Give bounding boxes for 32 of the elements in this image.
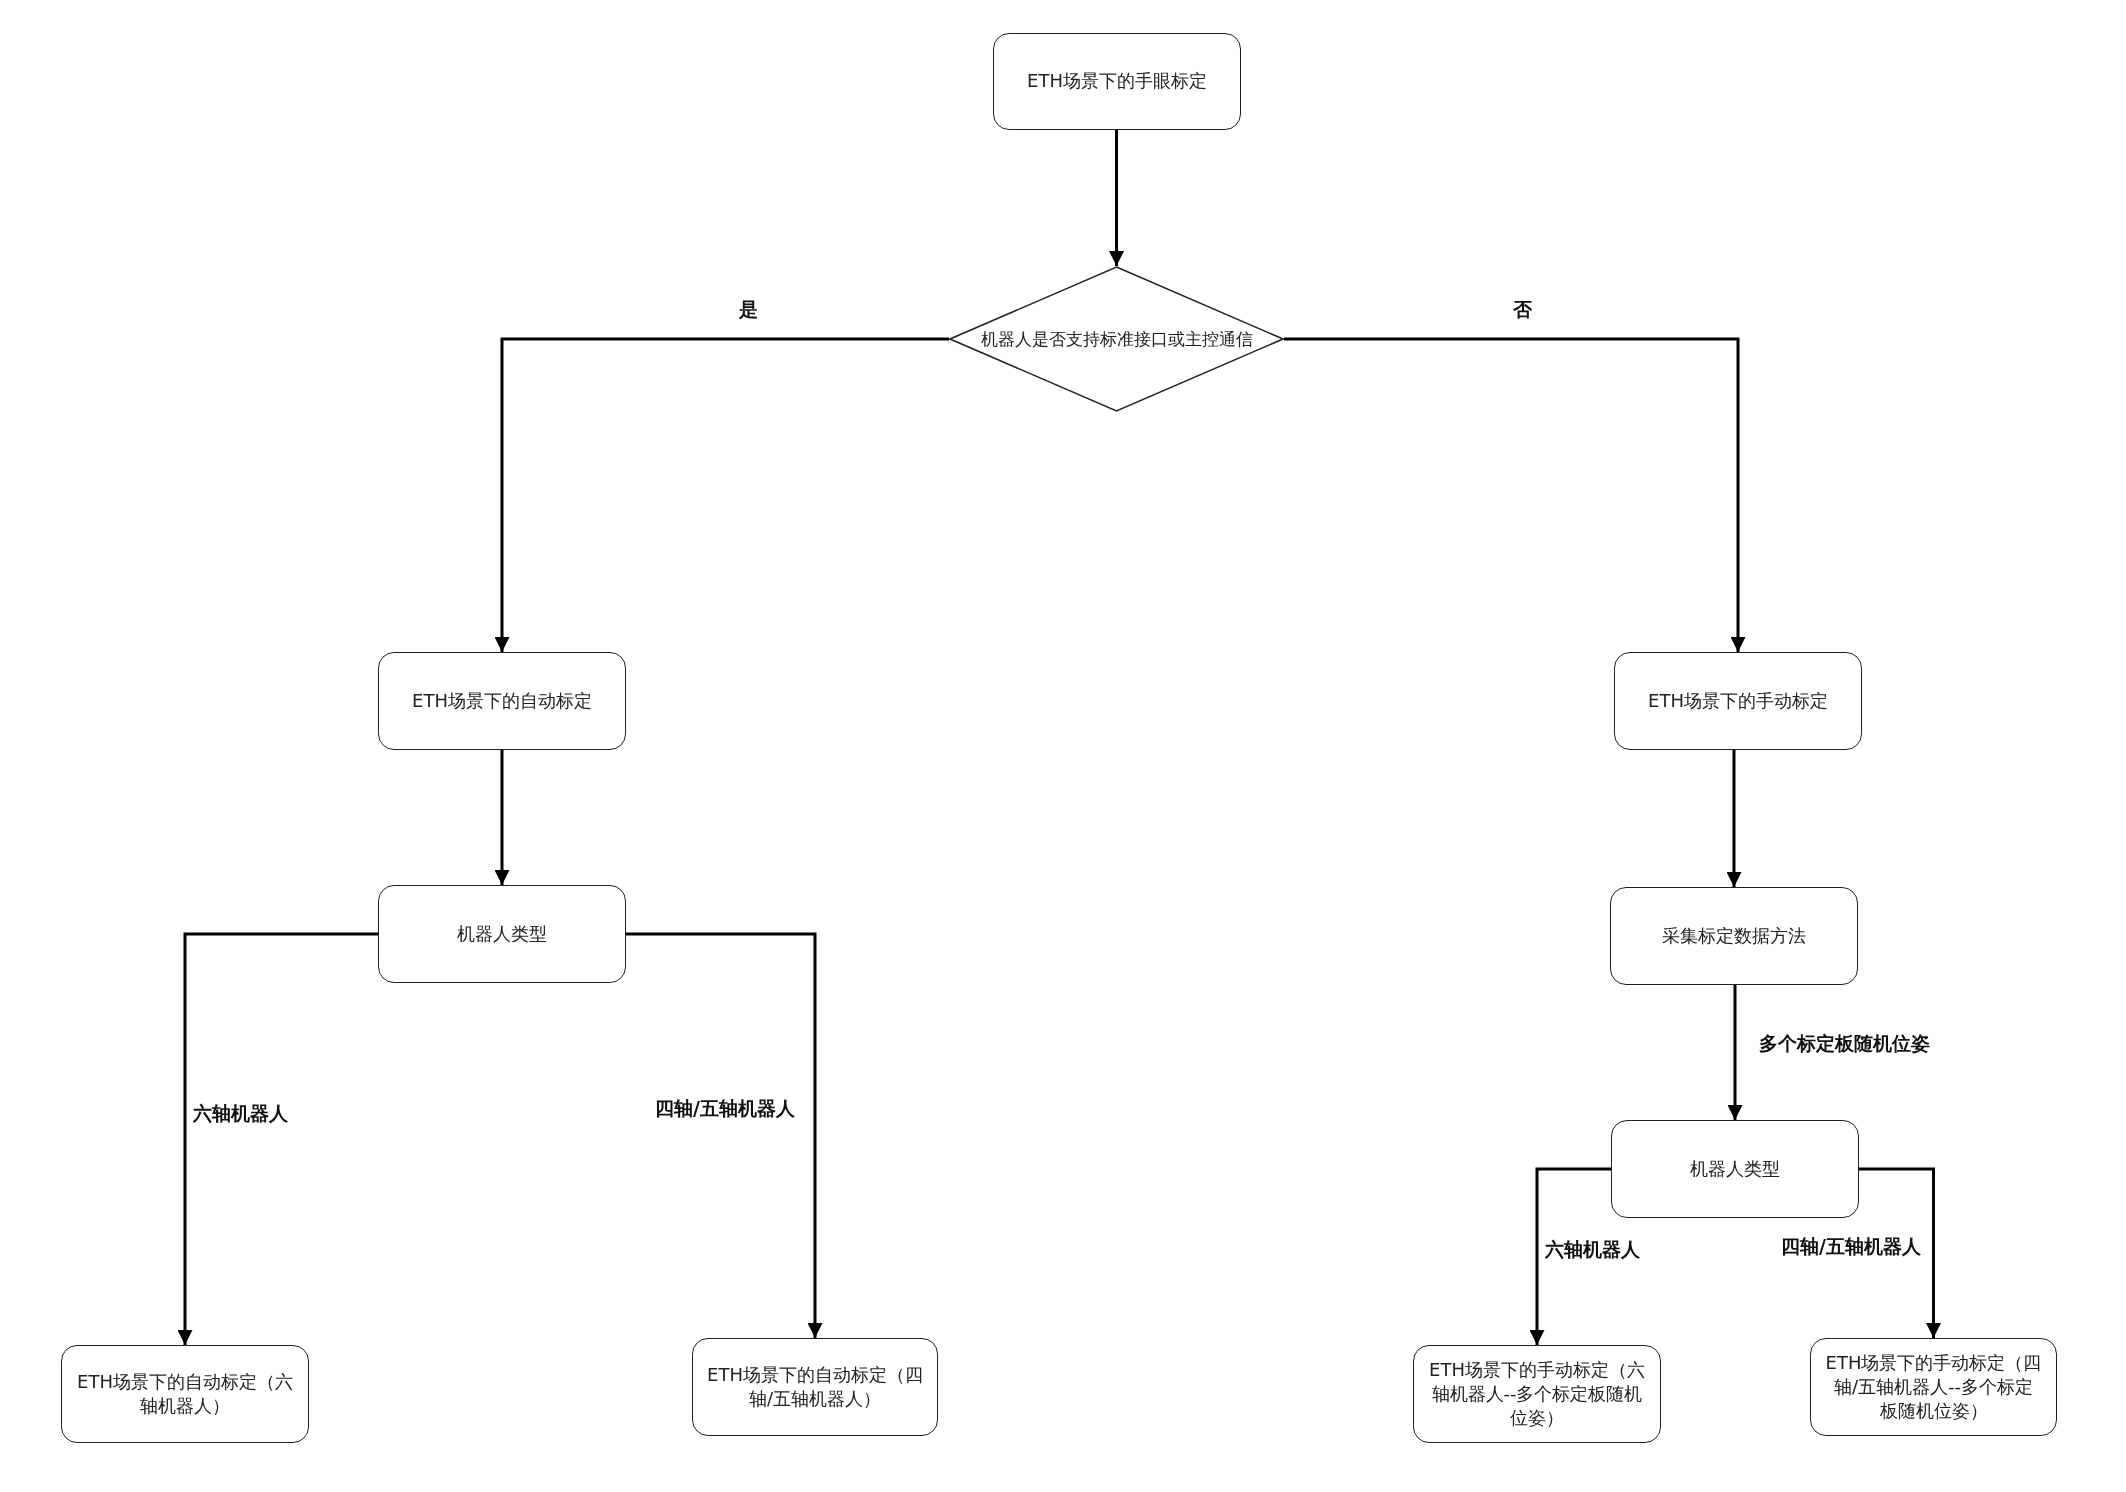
process-box (692, 1338, 938, 1436)
process-box (993, 33, 1241, 130)
arrow (626, 932, 823, 1338)
decision-diamond (949, 266, 1284, 412)
arrow (494, 337, 949, 652)
node-text: 采集标定数据方法 (1661, 923, 1807, 948)
node-text: ETH场景下的手动标定（四轴/五轴机器人--多个标定板随机位姿） (1824, 1350, 2043, 1424)
process-box (1610, 887, 1858, 985)
arrow (1109, 130, 1124, 266)
node-text: ETH场景下的手眼标定 (1026, 69, 1208, 94)
arrow (177, 932, 378, 1345)
node-text: ETH场景下的自动标定 (411, 688, 593, 713)
process-box (1614, 652, 1862, 750)
arrow (1859, 1167, 1941, 1338)
node-text: 机器人类型 (1689, 1156, 1781, 1181)
node-text: 机器人类型 (456, 921, 548, 946)
process-box (378, 885, 626, 983)
node-text: ETH场景下的手动标定 (1647, 688, 1829, 713)
node-text: ETH场景下的自动标定（六轴机器人） (76, 1369, 294, 1418)
arrow (1529, 1167, 1611, 1345)
arrow (1726, 750, 1742, 887)
process-box (1810, 1338, 2057, 1436)
process-box (378, 652, 626, 750)
node-text: ETH场景下的手动标定（六轴机器人--多个标定板随机位姿） (1428, 1357, 1646, 1431)
node-text: 机器人是否支持标准接口或主控通信 (979, 327, 1254, 351)
process-box (1413, 1345, 1661, 1443)
process-box (61, 1345, 309, 1443)
arrow (494, 750, 510, 885)
arrow (1284, 337, 1746, 652)
process-box (1611, 1120, 1859, 1218)
arrow (1727, 985, 1743, 1120)
node-text: ETH场景下的自动标定（四轴/五轴机器人） (706, 1362, 924, 1411)
